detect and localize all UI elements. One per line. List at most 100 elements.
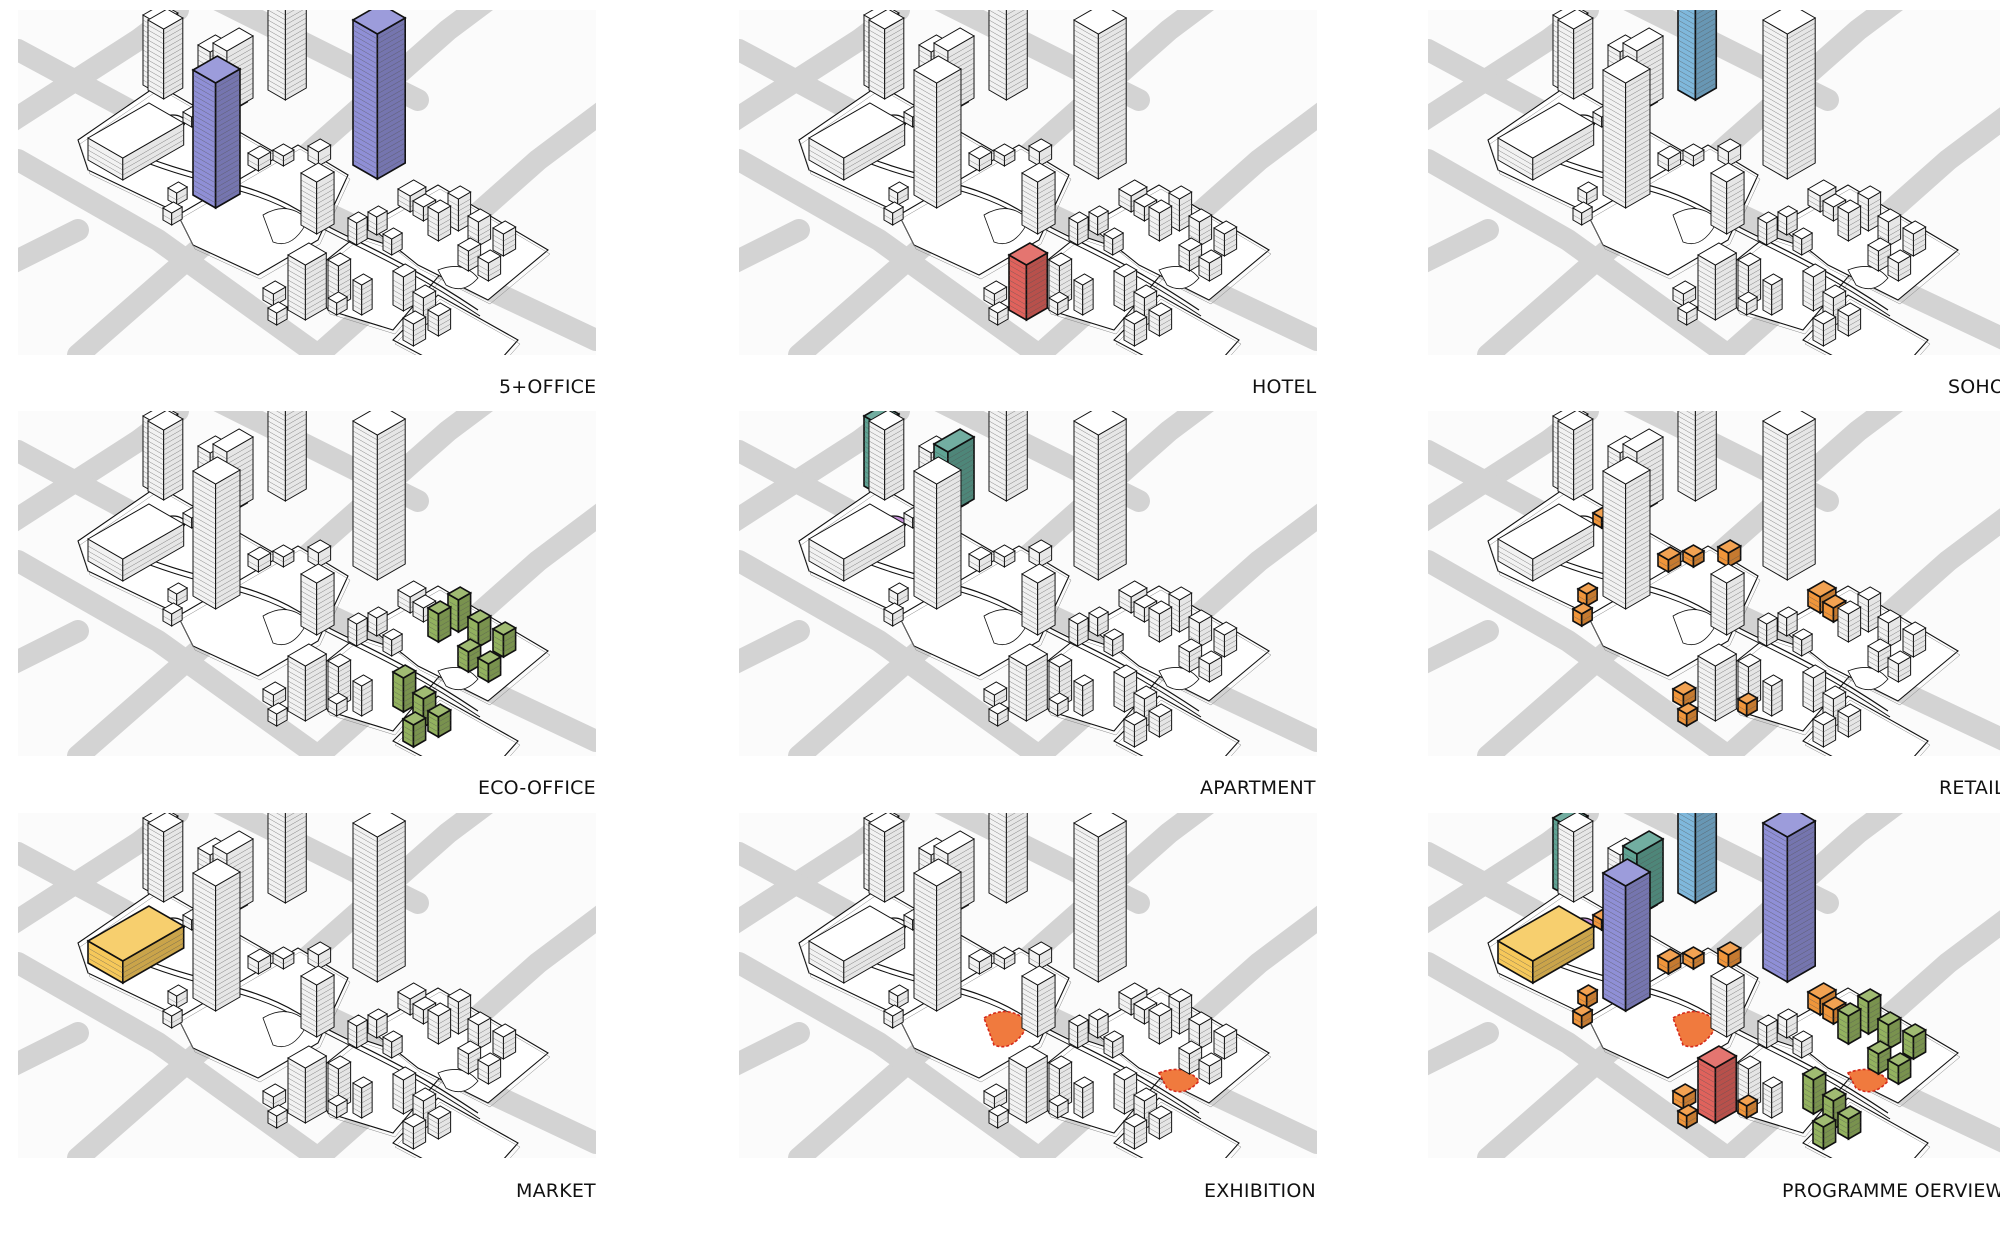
panel-label: PROGRAMME OERVIEW — [1782, 1180, 2000, 1202]
context-building — [1102, 227, 1125, 256]
context-building — [351, 813, 407, 983]
context-building — [1677, 411, 1717, 502]
context-building — [1147, 302, 1173, 337]
retail-building — [1716, 539, 1743, 569]
context-building — [491, 220, 517, 257]
context-building — [1122, 711, 1148, 748]
context-building — [346, 612, 369, 647]
context-building — [1901, 220, 1927, 257]
context-building — [326, 1094, 349, 1119]
context-building — [267, 813, 307, 904]
context-building — [401, 310, 427, 347]
eco-office-building — [426, 600, 453, 644]
context-building — [1112, 664, 1138, 713]
context-building — [987, 1104, 1010, 1129]
context-building — [882, 1004, 905, 1029]
context-building — [987, 702, 1010, 727]
context-building — [1496, 102, 1595, 181]
context-building — [1072, 411, 1128, 581]
context-building — [1776, 205, 1799, 236]
context-building — [1576, 181, 1599, 206]
context-building — [1047, 692, 1070, 717]
context-building — [1212, 220, 1238, 257]
axonometric-drawing — [739, 10, 1317, 355]
eco-office-building — [1801, 1066, 1828, 1116]
context-building — [391, 263, 417, 312]
context-building — [912, 55, 962, 209]
diagram-panel-hotel — [739, 10, 1317, 355]
context-building — [912, 858, 962, 1012]
buildings — [1496, 411, 1927, 748]
context-building — [1067, 1014, 1090, 1049]
context-building — [146, 10, 184, 100]
diagram-panel-market — [18, 813, 596, 1158]
context-building — [1047, 1094, 1070, 1119]
exhibition-pavilion — [1158, 667, 1200, 691]
context-building — [1027, 941, 1053, 970]
context-building — [967, 948, 993, 975]
context-building — [1102, 628, 1125, 657]
eco-office-building — [1886, 1052, 1913, 1086]
eco-office-building — [401, 711, 428, 749]
diagram-panel-overview — [1428, 813, 2000, 1158]
context-building — [191, 456, 241, 610]
context-building — [1601, 55, 1651, 209]
exhibition-pavilion — [1847, 667, 1889, 691]
context-building — [426, 199, 452, 242]
context-building — [882, 602, 905, 627]
context-building — [887, 984, 910, 1009]
context-building — [1047, 291, 1070, 316]
retail-building — [1681, 946, 1706, 971]
context-building — [476, 1052, 502, 1085]
context-building — [246, 546, 272, 573]
context-building — [286, 643, 328, 722]
axonometric-drawing — [739, 411, 1317, 756]
context-building — [1167, 586, 1193, 633]
context-building — [1696, 242, 1738, 321]
context-building — [266, 1104, 289, 1129]
diagram-panel-soho — [1428, 10, 2000, 355]
context-building — [1197, 650, 1223, 683]
context-building — [1761, 273, 1784, 316]
context-building — [1656, 145, 1682, 172]
context-building — [967, 546, 993, 573]
context-building — [1761, 411, 1817, 581]
context-building — [1716, 138, 1742, 167]
context-building — [1901, 621, 1927, 658]
context-building — [391, 1066, 417, 1115]
diagram-panel-apartment — [739, 411, 1317, 756]
panel-label: APARTMENT — [1200, 777, 1316, 799]
retail-building — [1736, 1094, 1759, 1120]
retail-building — [1571, 1004, 1594, 1030]
context-building — [271, 143, 295, 167]
diagram-panel-eco-office — [18, 411, 596, 756]
context-building — [988, 10, 1028, 101]
retail-building — [1681, 544, 1706, 569]
context-building — [1866, 237, 1892, 272]
panel-label: EXHIBITION — [1204, 1180, 1316, 1202]
context-building — [446, 185, 472, 232]
context-building — [1496, 503, 1595, 582]
eco-office-building — [1811, 1113, 1838, 1151]
context-building — [426, 302, 452, 337]
context-building — [1187, 208, 1213, 247]
context-building — [1756, 211, 1779, 246]
context-building — [381, 628, 404, 657]
retail-building — [1671, 1083, 1698, 1111]
axonometric-drawing — [1428, 813, 2000, 1158]
context-building — [988, 411, 1028, 502]
context-building — [1177, 237, 1203, 272]
context-building — [146, 813, 184, 903]
context-building — [346, 211, 369, 246]
context-building — [86, 503, 185, 582]
context-building — [86, 102, 185, 181]
context-building — [1067, 612, 1090, 647]
context-building — [161, 1004, 184, 1029]
context-building — [1791, 1030, 1814, 1059]
context-building — [912, 456, 962, 610]
context-building — [381, 227, 404, 256]
context-building — [1876, 609, 1902, 648]
exhibition-pavilion — [1847, 266, 1889, 290]
axonometric-drawing — [1428, 411, 2000, 756]
office-building — [1761, 813, 1817, 984]
